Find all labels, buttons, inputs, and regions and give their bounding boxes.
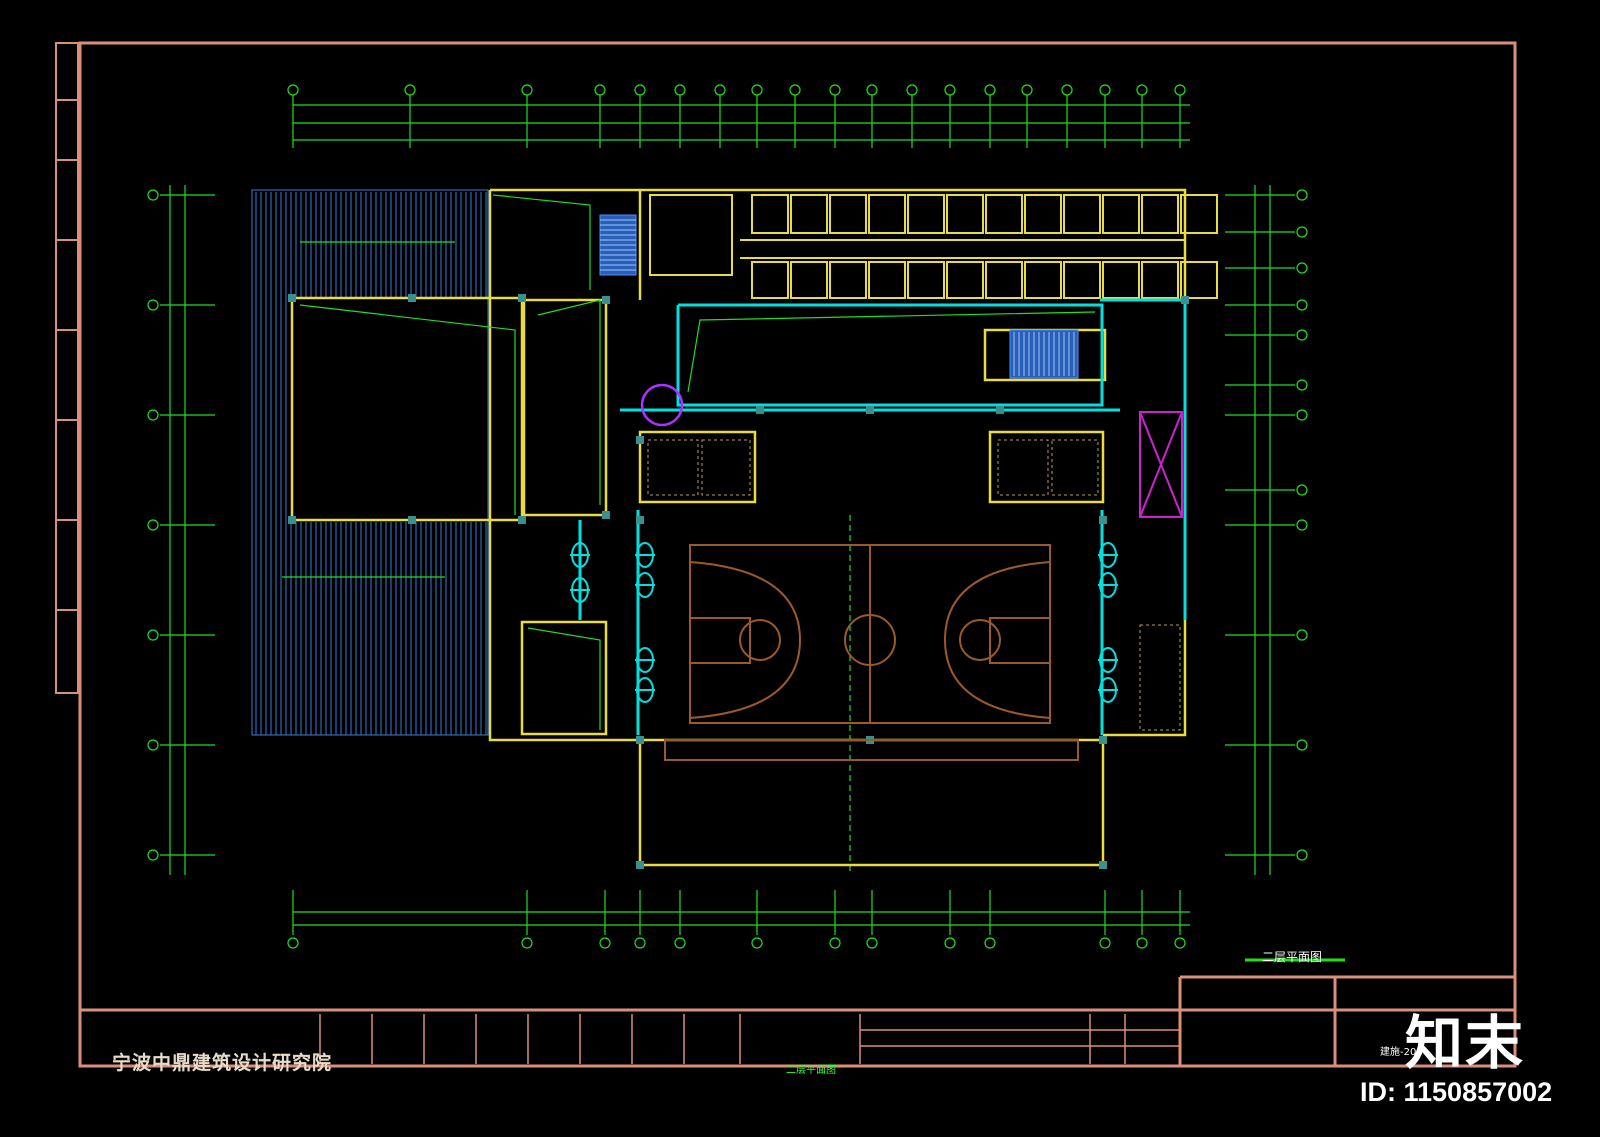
- left-binding-strip: [55, 42, 79, 694]
- drawing-number: 建施-20: [1380, 1047, 1417, 1058]
- elevator-shaft-icon: [1139, 411, 1183, 518]
- watermark-brand: 知末: [1405, 1009, 1526, 1077]
- watermark-image-id: ID: 1150857002: [1360, 1077, 1553, 1107]
- building-walls: [290, 188, 1187, 867]
- fixture-symbols: [570, 542, 1118, 703]
- annotation-leaders: [282, 194, 1096, 730]
- partitions: [578, 298, 1187, 735]
- bleacher-seating: [251, 189, 489, 736]
- sheet-title: 二层平面图: [786, 1065, 836, 1076]
- plan-title: 二层平面图: [1262, 950, 1323, 964]
- basketball-court-icon: [664, 544, 1079, 761]
- hatched-rooms: [647, 439, 1181, 731]
- firm-name: 宁波中鼎建筑设计研究院: [112, 1052, 333, 1074]
- axis-grid: [147, 84, 1345, 962]
- door-icon: [640, 383, 684, 427]
- room-row: [649, 194, 1218, 299]
- title-block-grid: [319, 1014, 1180, 1064]
- sheet-frame: [78, 41, 1517, 1068]
